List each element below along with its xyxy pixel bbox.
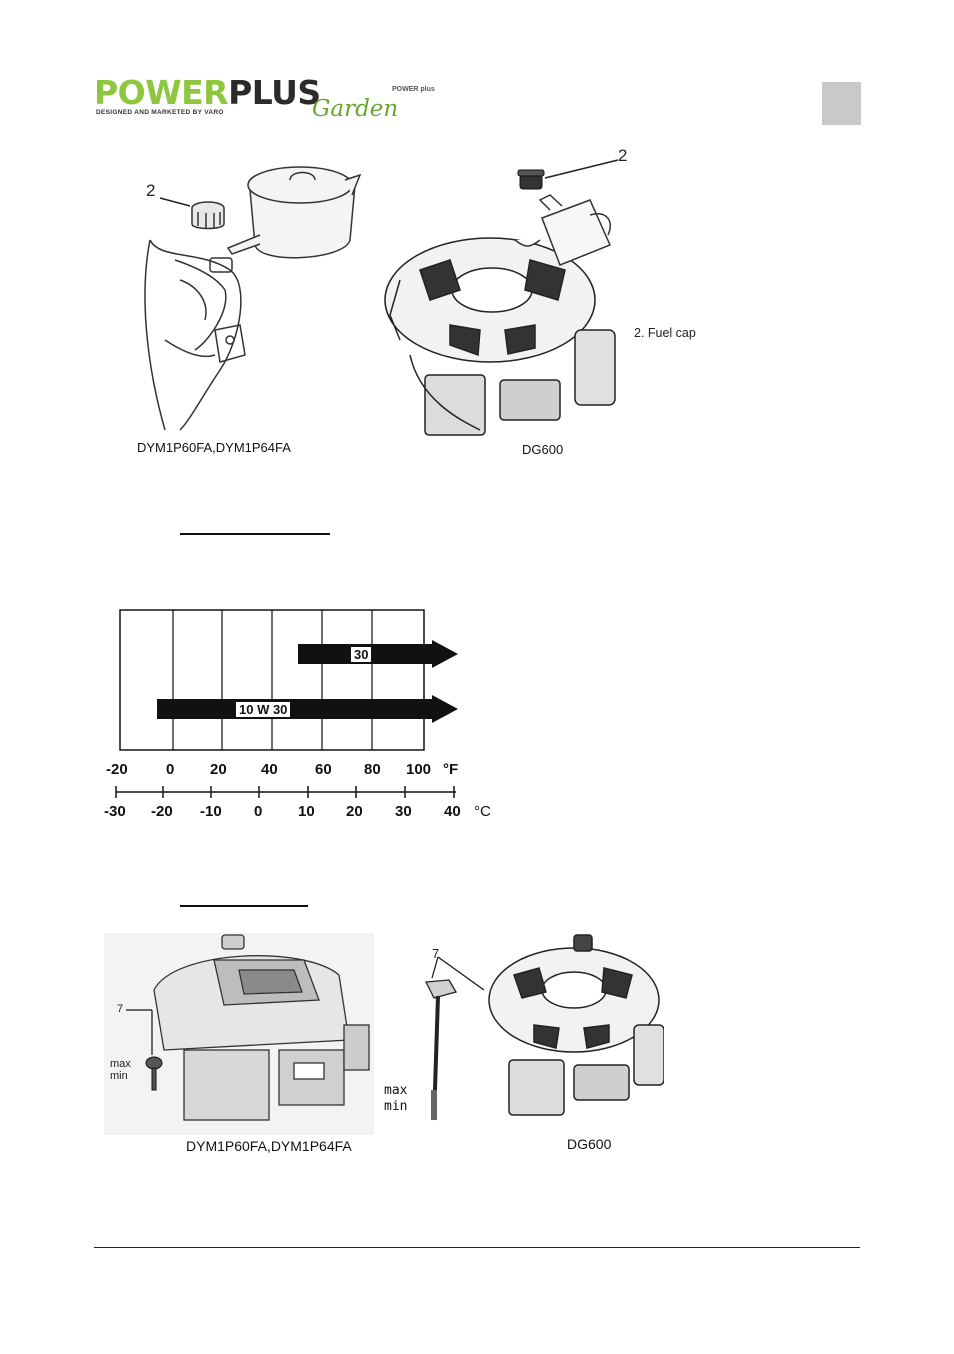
right-dipstick	[424, 979, 457, 1121]
right-fuel-cap	[517, 169, 545, 190]
f-tick: 100	[406, 761, 432, 778]
f-unit: °F	[443, 761, 459, 778]
c-tick: 20	[346, 803, 363, 820]
c-tick: 40	[444, 803, 461, 820]
brand-logo: POWERPLUS	[94, 76, 321, 109]
fig1-left-caption: DYM1P60FA,DYM1P64FA	[137, 440, 291, 455]
fig2-left-min: min	[110, 1070, 128, 1082]
fig2-right-callout: 7	[432, 946, 440, 961]
fig2-left-max: max	[110, 1058, 131, 1070]
oil-viscosity-chart	[115, 609, 458, 798]
f-tick: 80	[364, 761, 381, 778]
c-tick: 0	[254, 803, 263, 820]
f-tick: 60	[315, 761, 332, 778]
left-engine-drawing-2	[153, 934, 370, 1121]
arrow-30	[298, 640, 458, 668]
c-tick: 30	[395, 803, 412, 820]
left-callout-line	[159, 197, 191, 207]
fig2-right-min: min	[384, 1099, 408, 1114]
right-engine-drawing-2	[488, 934, 664, 1116]
fig2-right-caption: DG600	[567, 1136, 612, 1152]
celsius-ticks	[115, 786, 455, 798]
brand-small-mark: POWER plus	[392, 86, 435, 93]
right-engine-drawing	[384, 237, 616, 436]
fig2-left-caption: DYM1P60FA,DYM1P64FA	[186, 1138, 352, 1154]
f-tick: 0	[166, 761, 175, 778]
fig2-right-max: max	[384, 1083, 408, 1098]
brand-power: POWER	[94, 73, 229, 112]
fig1-illustrations	[144, 159, 619, 436]
section-heading-underline-2	[180, 905, 308, 907]
c-unit: °C	[474, 803, 491, 820]
c-tick: -30	[104, 803, 126, 820]
left-dipstick-cap	[145, 1056, 163, 1091]
c-tick: 10	[298, 803, 315, 820]
fig1-right-callout: 2	[618, 146, 628, 165]
fig1-left-callout: 2	[146, 181, 156, 200]
page-corner-tab	[822, 82, 861, 125]
brand-garden: Garden	[312, 96, 399, 122]
left-oil-cap	[191, 201, 225, 230]
arrow-10w30	[157, 695, 458, 723]
brand-plus: PLUS	[228, 73, 321, 112]
right-fuel-jug	[514, 194, 612, 266]
f-tick: 20	[210, 761, 227, 778]
right-callout-line	[544, 159, 619, 179]
fig2-illustrations	[104, 933, 664, 1135]
f-tick: -20	[106, 761, 128, 778]
fig2-left-callout: 7	[117, 1003, 124, 1015]
fig1-right-caption: DG600	[522, 442, 564, 457]
arrow-30-label: 30	[351, 647, 372, 662]
c-tick: -10	[200, 803, 222, 820]
footer-rule	[94, 1247, 860, 1248]
chart-grid	[172, 610, 373, 750]
arrow-10w30-label: 10 W 30	[236, 702, 291, 717]
left-oil-jug	[226, 166, 362, 259]
c-tick: -20	[151, 803, 173, 820]
f-tick: 40	[261, 761, 278, 778]
brand-tagline: DESIGNED AND MARKETED BY VARO	[96, 109, 224, 116]
left-engine-drawing	[144, 239, 246, 431]
section-heading-underline	[180, 533, 330, 535]
fuel-cap-label: 2. Fuel cap	[634, 326, 696, 340]
